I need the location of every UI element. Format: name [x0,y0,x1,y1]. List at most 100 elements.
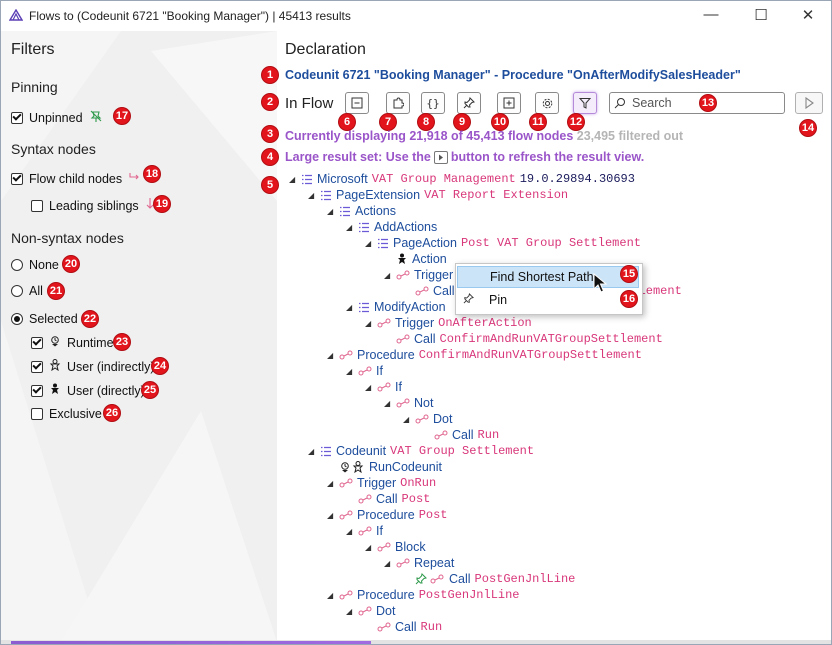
flow-icon [396,270,410,280]
declaration-title: Declaration [285,41,366,58]
expand-toggle-icon[interactable]: ◢ [384,398,391,408]
node-kind: Procedure [357,508,415,522]
filter-toggle-button[interactable] [573,92,597,114]
user-indirectly-checkbox[interactable]: User (indirectly) [31,359,155,374]
flow-child-nodes-checkbox-box[interactable] [11,172,23,185]
shape-filter-button[interactable] [386,92,410,114]
user-directly-checkbox[interactable]: User (directly) [31,383,145,398]
expand-toggle-icon[interactable]: ◢ [365,318,372,328]
node-kind: Call [395,620,417,634]
expand-toggle-icon[interactable]: ◢ [308,190,315,200]
callout-badge-22: 22 [81,310,99,328]
node-kind: If [395,380,402,394]
inline-play-icon [433,150,448,164]
expand-toggle-icon[interactable]: ◢ [346,366,353,376]
minimize-button[interactable]: — [703,6,719,23]
tree-node[interactable]: ◢AddActions [346,219,441,235]
expand-toggle-icon[interactable]: ◢ [327,206,334,216]
expand-toggle-icon[interactable]: ◢ [346,222,353,232]
leading-siblings-checkbox[interactable]: Leading siblings [31,197,155,214]
tree-node[interactable]: ◢Trigger [384,267,457,283]
expand-toggle-icon[interactable]: ◢ [403,414,410,424]
tree-node[interactable]: ◢If [346,363,387,379]
tree-node[interactable]: ◢ If [365,379,406,395]
node-kind: Trigger [357,476,397,490]
selected-radio-dot[interactable] [11,313,23,325]
expand-toggle-icon[interactable]: ◢ [346,302,353,312]
puzzle-icon [393,97,404,109]
node-name: ConfirmAndRunVATGroupSettlement [439,332,663,346]
code-braces-button[interactable]: {} [421,92,445,114]
selected-radio[interactable]: Selected [11,312,78,326]
runtime-checkbox[interactable]: Runtime [31,335,114,350]
all-radio[interactable]: All [11,284,43,298]
all-radio-dot[interactable] [11,285,23,297]
expand-toggle-icon[interactable]: ◢ [308,446,315,456]
none-radio[interactable]: None [11,258,59,272]
unpinned-checkbox[interactable]: Unpinned [11,109,103,126]
expand-toggle-icon[interactable]: ◢ [327,510,334,520]
menu-find-shortest-path[interactable]: Find Shortest Path [457,266,639,288]
expand-toggle-icon[interactable]: ◢ [327,590,334,600]
expand-toggle-icon[interactable]: ◢ [289,174,296,184]
expand-toggle-icon[interactable]: ◢ [346,526,353,536]
flow-child-nodes-checkbox[interactable]: Flow child nodes [11,171,142,186]
expand-toggle-icon[interactable]: ◢ [327,478,334,488]
leading-siblings-checkbox-box[interactable] [31,199,43,212]
declaration-link[interactable]: Codeunit 6721 "Booking Manager" - Proced… [285,68,741,82]
tree-node[interactable]: ◢Repeat [384,555,458,571]
in-flow-label: In Flow [285,95,334,112]
expand-toggle-icon[interactable]: ◢ [346,606,353,616]
unpinned-checkbox-box[interactable] [11,111,23,124]
scrollbar-thumb[interactable] [11,641,371,644]
tree-node[interactable]: RunCodeunit [327,459,446,475]
tree-node[interactable]: ◢Block [365,539,430,555]
close-button[interactable]: ✕ [801,7,815,24]
expand-all-button[interactable] [497,92,521,114]
tree-node[interactable]: ◢Actions [327,203,400,219]
flow-icon [377,622,391,632]
settings-button[interactable] [535,92,559,114]
runtime-checkbox-box[interactable] [31,336,43,349]
exclusive-checkbox[interactable]: Exclusive [31,407,102,421]
expand-toggle-icon[interactable]: ◢ [365,382,372,392]
tree-node[interactable]: ◢ModifyAction [346,299,450,315]
horizontal-scrollbar[interactable] [1,640,831,644]
user-directly-checkbox-box[interactable] [31,384,43,397]
user-indirectly-checkbox-box[interactable] [31,360,43,373]
expand-toggle-icon[interactable]: ◢ [384,558,391,568]
tree-node[interactable]: ◢Dot [346,603,399,619]
tree-node[interactable]: ◢Dot [403,411,456,427]
expand-toggle-icon[interactable]: ◢ [384,270,391,280]
tree-node[interactable]: ◢If [346,523,387,539]
refresh-run-button[interactable] [795,92,823,114]
expand-toggle-icon[interactable]: ◢ [327,350,334,360]
flow-icon [377,318,391,328]
collapse-all-button[interactable] [345,92,369,114]
maximize-button[interactable]: ☐ [754,7,768,24]
pin-toolbar-button[interactable] [457,92,481,114]
exclusive-checkbox-box[interactable] [31,408,43,420]
tree-node[interactable]: Action [384,251,451,267]
search-box[interactable] [609,92,785,114]
tree-node[interactable]: ◢Not [384,395,437,411]
expand-toggle-icon[interactable]: ◢ [365,542,372,552]
menu-pin[interactable]: Pin [457,289,639,311]
none-radio-dot[interactable] [11,259,23,271]
expand-toggle-icon[interactable]: ◢ [365,238,372,248]
